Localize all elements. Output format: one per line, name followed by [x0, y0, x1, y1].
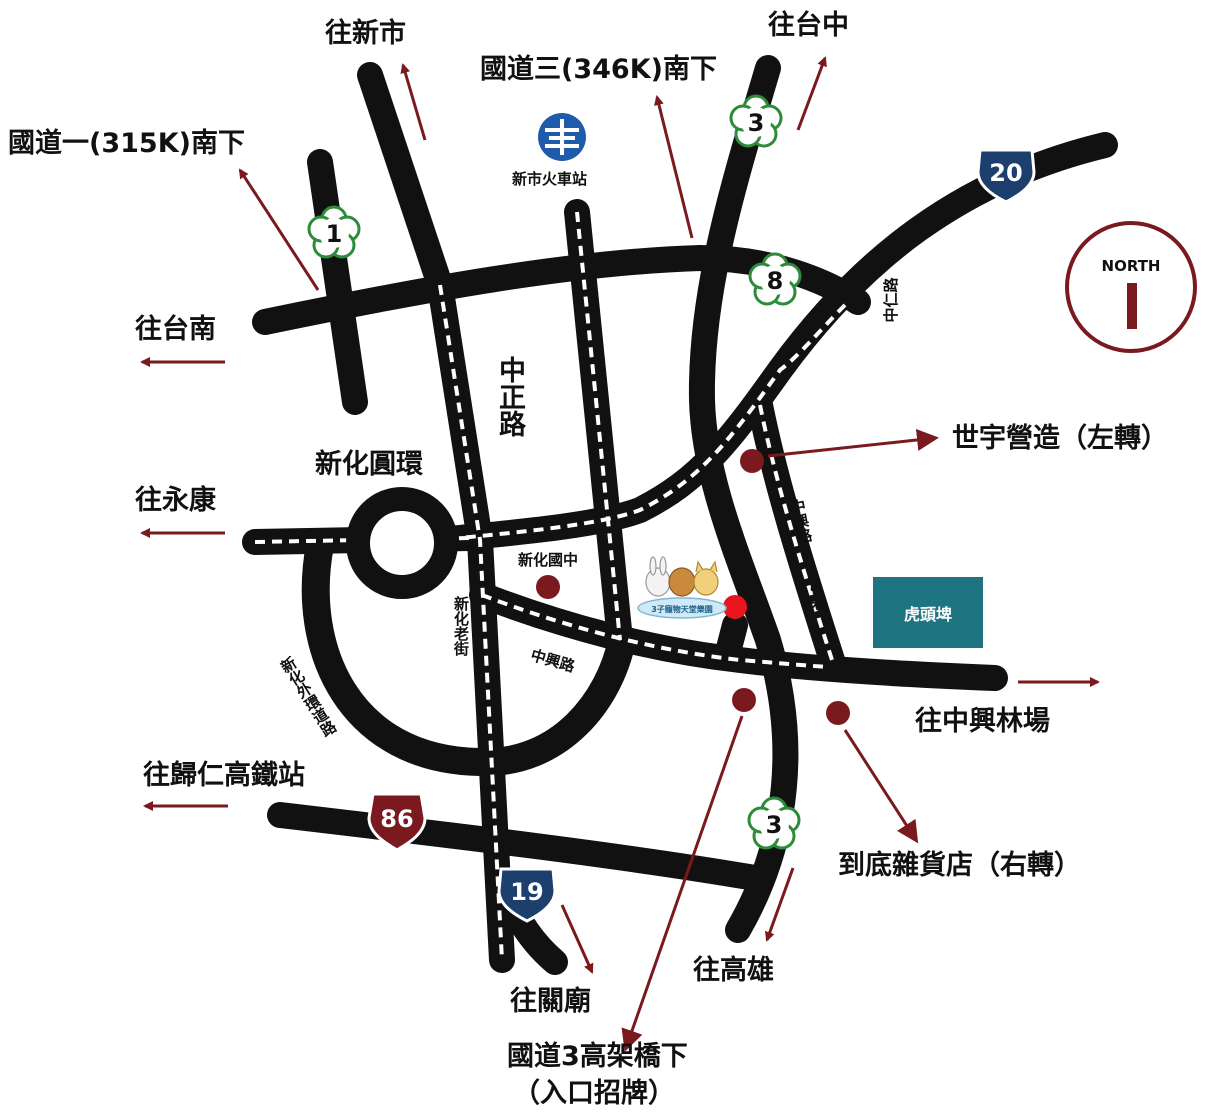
zhongzheng-road: [427, 272, 515, 973]
label-to-xinshi: 往新市: [325, 18, 406, 49]
label-freeway1: 國道一(315K)南下: [8, 128, 245, 159]
label-old-street: 新化老街: [452, 596, 470, 656]
route-20-number: 20: [989, 159, 1022, 187]
arrow-to-kaohsiung: [765, 867, 795, 942]
route-3-north-number: 3: [748, 109, 765, 137]
label-overpass-line2: （入口招牌）: [513, 1078, 675, 1109]
label-to-guanmiao: 往關廟: [510, 986, 591, 1017]
arrow-freeway3: [654, 95, 694, 239]
freeway-1-road: [307, 149, 368, 415]
county-route-1-shield: [307, 205, 361, 259]
tiger-pond-label: 虎頭埤: [903, 604, 952, 624]
freeway-3-road: [688, 55, 799, 943]
arrow-to-shiyu: [767, 428, 939, 458]
label-to-yongkang: 往永康: [135, 485, 216, 516]
county-route-3-north-shield: [729, 94, 783, 148]
arrow-to-xinshi: [400, 63, 427, 141]
label-shiyu: 世宇營造（左轉）: [952, 423, 1168, 454]
route-19-shield: [497, 867, 557, 923]
label-to-guiren: 往歸仁高鐵站: [143, 760, 305, 791]
label-to-taichung: 往台中: [768, 10, 849, 41]
county-route-3-south-shield: [747, 796, 801, 850]
label-store: 到底雜貨店（右轉）: [838, 850, 1081, 881]
arrow-to-guanmiao: [560, 904, 594, 974]
pet-paradise-logo-text: 3子寵物天堂樂園: [651, 604, 713, 614]
label-to-kaohsiung: 往高雄: [693, 955, 774, 986]
label-overpass-line1: 國道3高架橋下: [507, 1041, 688, 1072]
route-8-number: 8: [767, 267, 784, 295]
top-east-west-road: [252, 245, 871, 335]
tiger-pond-box: 虎頭埤: [873, 577, 983, 648]
destination-spur: [715, 612, 748, 665]
xinhua-roundabout: [346, 487, 458, 599]
label-zhongzheng-road: 中正路: [494, 356, 525, 437]
school-marker: [536, 575, 560, 599]
route-86-shield: [367, 792, 427, 852]
zhongren-road-label: 中仁路: [882, 277, 900, 323]
railway-logo-icon: [538, 113, 586, 161]
overpass-marker: [732, 688, 756, 712]
xinshi-road: [357, 62, 453, 298]
route-86-number: 86: [380, 805, 413, 833]
pet-paradise-logo: 3子寵物天堂樂園: [637, 556, 727, 619]
route-86-road: [267, 802, 768, 891]
shiyu-marker: [740, 449, 764, 473]
route-1-number: 1: [326, 220, 343, 248]
route-20-shield: [976, 148, 1036, 204]
store-marker: [826, 701, 850, 725]
arrow-to-store: [843, 729, 919, 844]
route-3-south-number: 3: [766, 811, 783, 839]
arrow-to-overpass: [621, 715, 744, 1052]
label-to-tainan: 往台南: [135, 314, 216, 345]
label-roundabout: 新化圓環: [315, 449, 423, 480]
destination-marker: [723, 595, 747, 619]
label-to-forest: 往中興林場: [915, 706, 1050, 737]
route-19-number: 19: [510, 878, 543, 906]
label-freeway3: 國道三(346K)南下: [480, 54, 717, 85]
arrow-to-taichung: [796, 56, 827, 131]
north-compass: NORTH: [1065, 221, 1197, 353]
zhongxing-road: [469, 582, 1008, 691]
outer-ring-road: [301, 531, 636, 777]
north-label: NORTH: [1102, 257, 1161, 275]
county-route-8-shield: [748, 252, 802, 306]
arrow-freeway1: [238, 168, 320, 291]
label-station: 新市火車站: [512, 170, 588, 188]
label-school: 新化國中: [518, 551, 579, 569]
